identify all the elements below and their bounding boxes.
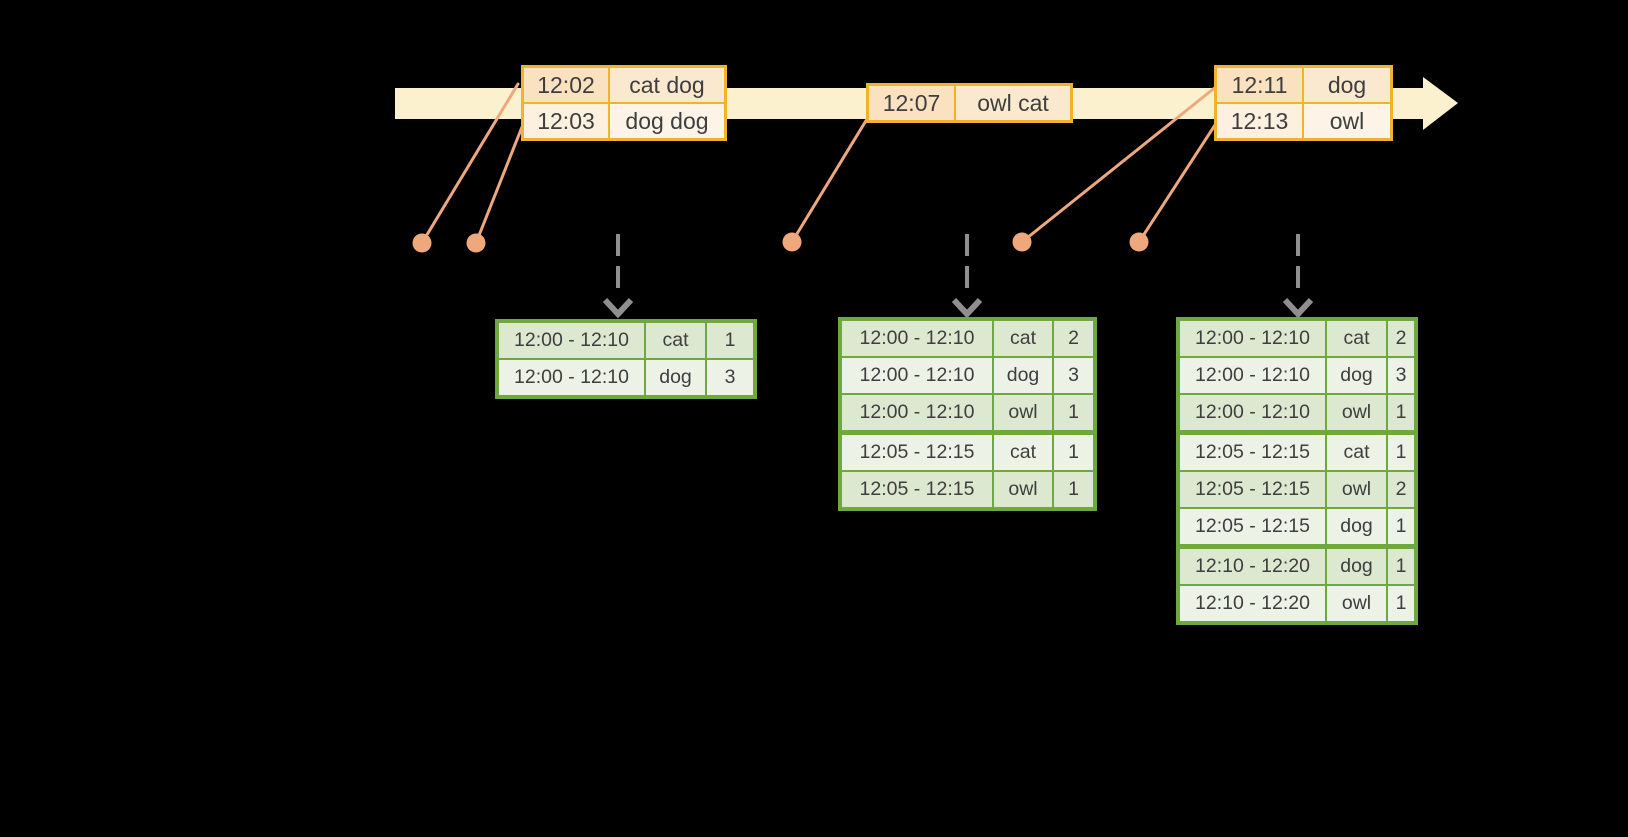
result-table: 12:00 - 12:10 cat 2 12:00 - 12:10 dog 3 …	[1176, 317, 1418, 625]
event-dot	[1012, 232, 1032, 252]
table-row: 12:05 - 12:15 cat 1	[842, 435, 1093, 470]
word-cell: dog	[1327, 509, 1386, 544]
event-time: 12:11	[1217, 68, 1302, 102]
event-box: 12:02 cat dog 12:03 dog dog	[521, 65, 727, 141]
table-row: 12:00 - 12:10 owl 1	[842, 395, 1093, 430]
event-words: cat dog	[610, 68, 724, 102]
trigger-arrows	[602, 234, 1314, 319]
table-row: 12:05 - 12:15 owl 1	[842, 472, 1093, 507]
result-table: 12:00 - 12:10 cat 2 12:00 - 12:10 dog 3 …	[838, 317, 1097, 511]
window-cell: 12:05 - 12:15	[842, 435, 992, 470]
event-words: dog	[1304, 68, 1390, 102]
event-time: 12:03	[524, 104, 608, 138]
event-time: 12:13	[1217, 104, 1302, 138]
event-dot	[782, 232, 802, 252]
table-row: 12:00 - 12:10 dog 3	[499, 360, 753, 395]
table-row: 12:00 - 12:10 cat 2	[842, 321, 1093, 356]
table-row: 12:10 - 12:20 owl 1	[1180, 586, 1414, 621]
window-cell: 12:05 - 12:15	[1180, 509, 1325, 544]
word-cell: dog	[994, 358, 1052, 393]
table-row: 12:00 - 12:10 owl 1	[1180, 395, 1414, 430]
table-row: 12:00 - 12:10 cat 2	[1180, 321, 1414, 356]
word-cell: owl	[1327, 472, 1386, 507]
window-cell: 12:00 - 12:10	[1180, 321, 1325, 356]
count-cell: 1	[1388, 435, 1414, 470]
event-dots	[412, 232, 1149, 253]
down-arrow-icon	[951, 297, 983, 319]
word-cell: owl	[994, 395, 1052, 430]
down-arrow-icon	[1282, 297, 1314, 319]
table-row: 12:05 - 12:15 cat 1	[1180, 435, 1414, 470]
window-cell: 12:00 - 12:10	[1180, 395, 1325, 430]
window-cell: 12:10 - 12:20	[1180, 586, 1325, 621]
count-cell: 2	[1054, 321, 1093, 356]
result-table: 12:00 - 12:10 cat 1 12:00 - 12:10 dog 3	[495, 319, 757, 399]
event-time: 12:07	[869, 86, 954, 120]
table-row: 12:00 - 12:10 cat 1	[499, 323, 753, 358]
count-cell: 3	[1388, 358, 1414, 393]
word-cell: dog	[1327, 549, 1386, 584]
event-dot	[1129, 232, 1149, 252]
word-cell: owl	[1327, 586, 1386, 621]
window-cell: 12:00 - 12:10	[1180, 358, 1325, 393]
event-connectors	[420, 82, 1219, 245]
window-cell: 12:05 - 12:15	[1180, 472, 1325, 507]
count-cell: 1	[1388, 549, 1414, 584]
window-cell: 12:05 - 12:15	[842, 472, 992, 507]
window-cell: 12:00 - 12:10	[499, 360, 644, 395]
count-cell: 1	[1054, 395, 1093, 430]
word-cell: dog	[646, 360, 705, 395]
count-cell: 2	[1388, 321, 1414, 356]
window-cell: 12:00 - 12:10	[842, 358, 992, 393]
count-cell: 1	[707, 323, 753, 358]
event-dot	[412, 233, 432, 253]
event-words: owl	[1304, 104, 1390, 138]
window-cell: 12:10 - 12:20	[1180, 549, 1325, 584]
word-cell: cat	[994, 435, 1052, 470]
event-connector-line	[1137, 123, 1217, 244]
word-cell: owl	[994, 472, 1052, 507]
count-cell: 1	[1388, 509, 1414, 544]
down-arrow-icon	[602, 297, 634, 319]
word-cell: dog	[1327, 358, 1386, 393]
table-row: 12:00 - 12:10 dog 3	[842, 358, 1093, 393]
table-row: 12:05 - 12:15 dog 1	[1180, 509, 1414, 544]
event-time: 12:02	[524, 68, 608, 102]
event-connector-line	[1020, 84, 1219, 244]
word-cell: cat	[1327, 321, 1386, 356]
count-cell: 3	[707, 360, 753, 395]
event-box: 12:07 owl cat	[866, 83, 1073, 123]
count-cell: 1	[1388, 395, 1414, 430]
count-cell: 3	[1054, 358, 1093, 393]
window-cell: 12:00 - 12:10	[499, 323, 644, 358]
window-cell: 12:00 - 12:10	[842, 395, 992, 430]
event-connector-line	[474, 125, 524, 245]
window-cell: 12:00 - 12:10	[842, 321, 992, 356]
event-connector-line	[790, 117, 869, 244]
table-row: 12:05 - 12:15 owl 2	[1180, 472, 1414, 507]
window-cell: 12:05 - 12:15	[1180, 435, 1325, 470]
word-cell: cat	[646, 323, 705, 358]
count-cell: 1	[1054, 472, 1093, 507]
word-cell: cat	[994, 321, 1052, 356]
event-box: 12:11 dog 12:13 owl	[1214, 65, 1393, 141]
event-dot	[466, 233, 486, 253]
event-words: owl cat	[956, 86, 1070, 120]
count-cell: 1	[1054, 435, 1093, 470]
word-cell: cat	[1327, 435, 1386, 470]
word-cell: owl	[1327, 395, 1386, 430]
event-connector-line	[420, 82, 520, 245]
table-row: 12:00 - 12:10 dog 3	[1180, 358, 1414, 393]
table-row: 12:10 - 12:20 dog 1	[1180, 549, 1414, 584]
count-cell: 2	[1388, 472, 1414, 507]
count-cell: 1	[1388, 586, 1414, 621]
event-words: dog dog	[610, 104, 724, 138]
